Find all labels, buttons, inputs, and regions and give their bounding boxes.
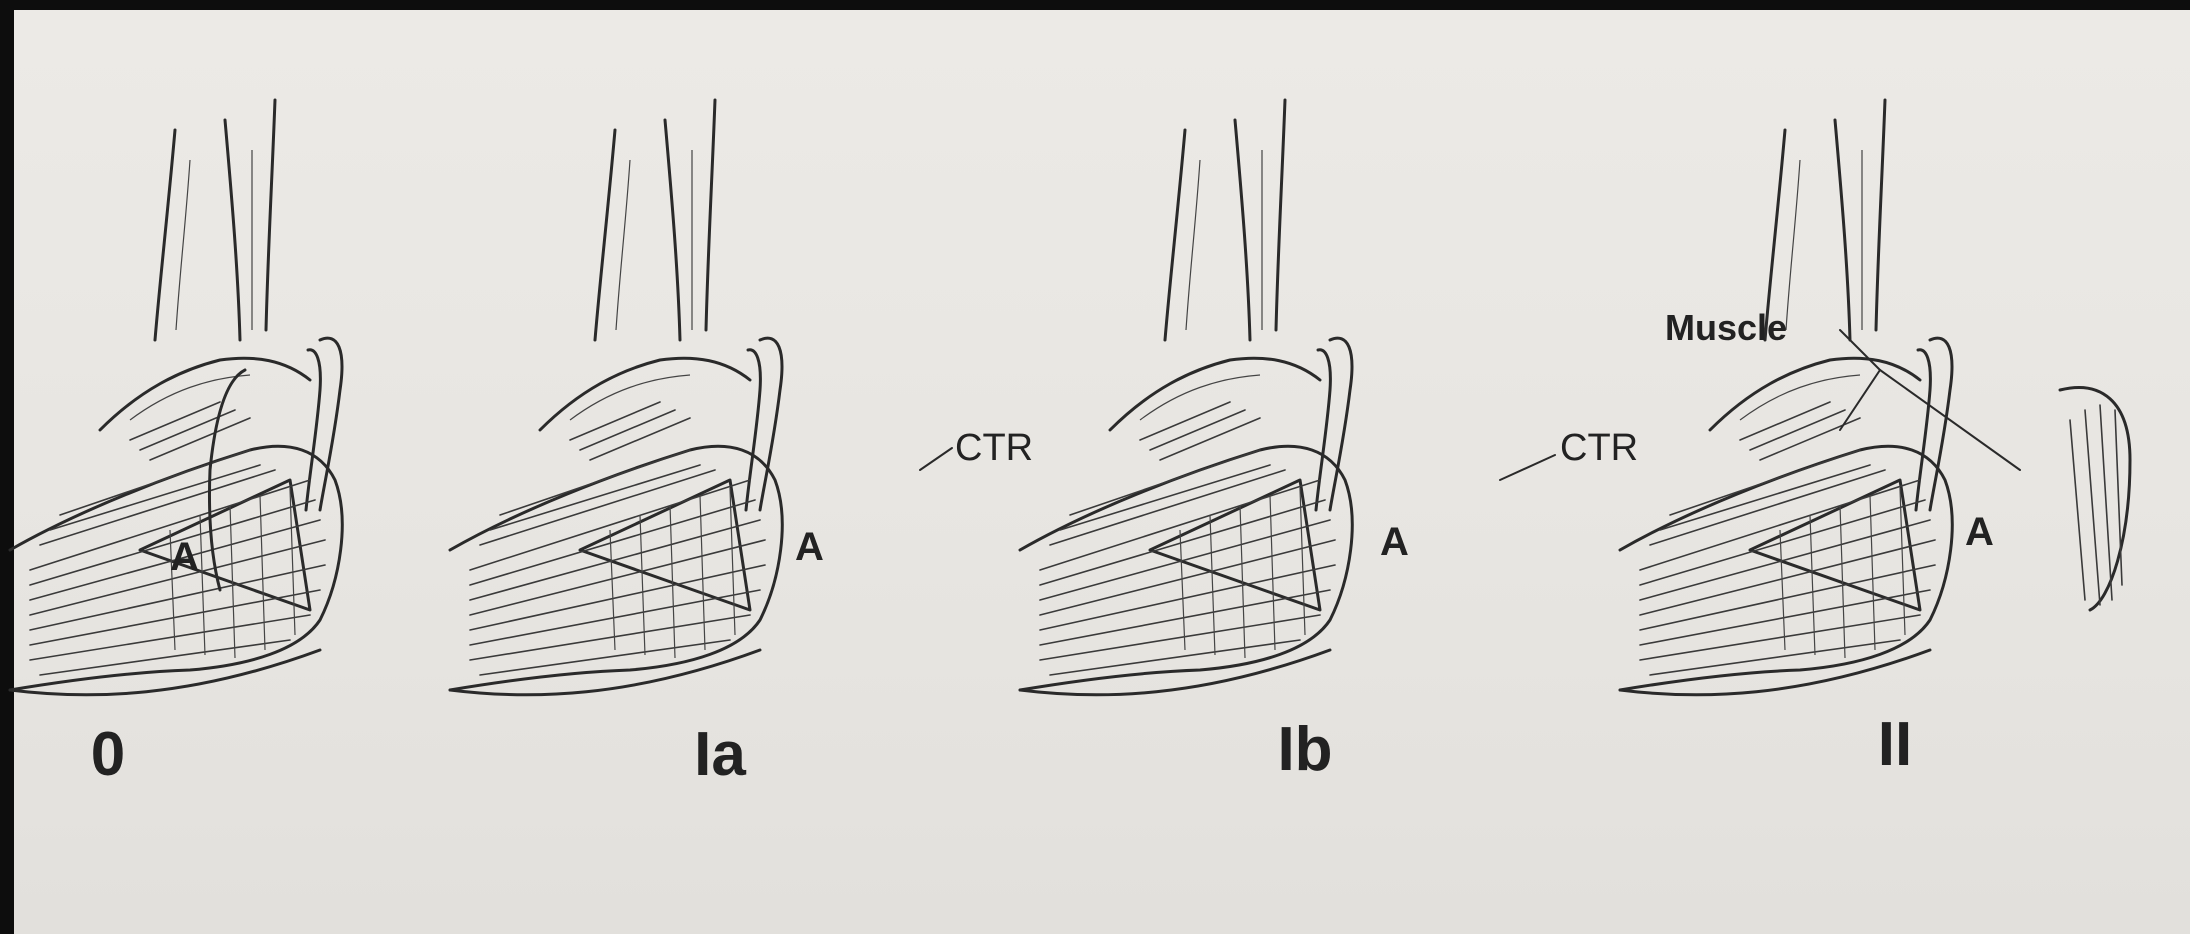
panel-II-region-label: A <box>1965 510 1994 554</box>
panel-Ia-region-label: A <box>795 525 824 569</box>
panel-0-caption: 0 <box>91 720 125 789</box>
panel-II-caption: II <box>1878 710 1912 779</box>
panel-0-region-label: A <box>170 535 199 579</box>
panel-Ia-caption: Ia <box>694 720 746 789</box>
panel-Ib-callout-line <box>1500 455 1555 480</box>
panel-Ib-caption: Ib <box>1277 715 1332 784</box>
panel-II-callout: Muscle <box>1665 307 1787 348</box>
panel-Ib-drawing <box>1020 100 1352 695</box>
panel-Ia-drawing <box>450 100 782 695</box>
panel-0-drawing <box>10 100 342 695</box>
panel-II-callout-line-2 <box>1840 370 1880 430</box>
panel-Ia-callout-line <box>920 448 952 470</box>
panel-Ia-callout: CTR <box>955 427 1033 469</box>
panel-II-drawing <box>1620 100 2130 695</box>
panel-Ib-callout: CTR <box>1560 427 1638 469</box>
panel-Ib-region-label: A <box>1380 520 1409 564</box>
